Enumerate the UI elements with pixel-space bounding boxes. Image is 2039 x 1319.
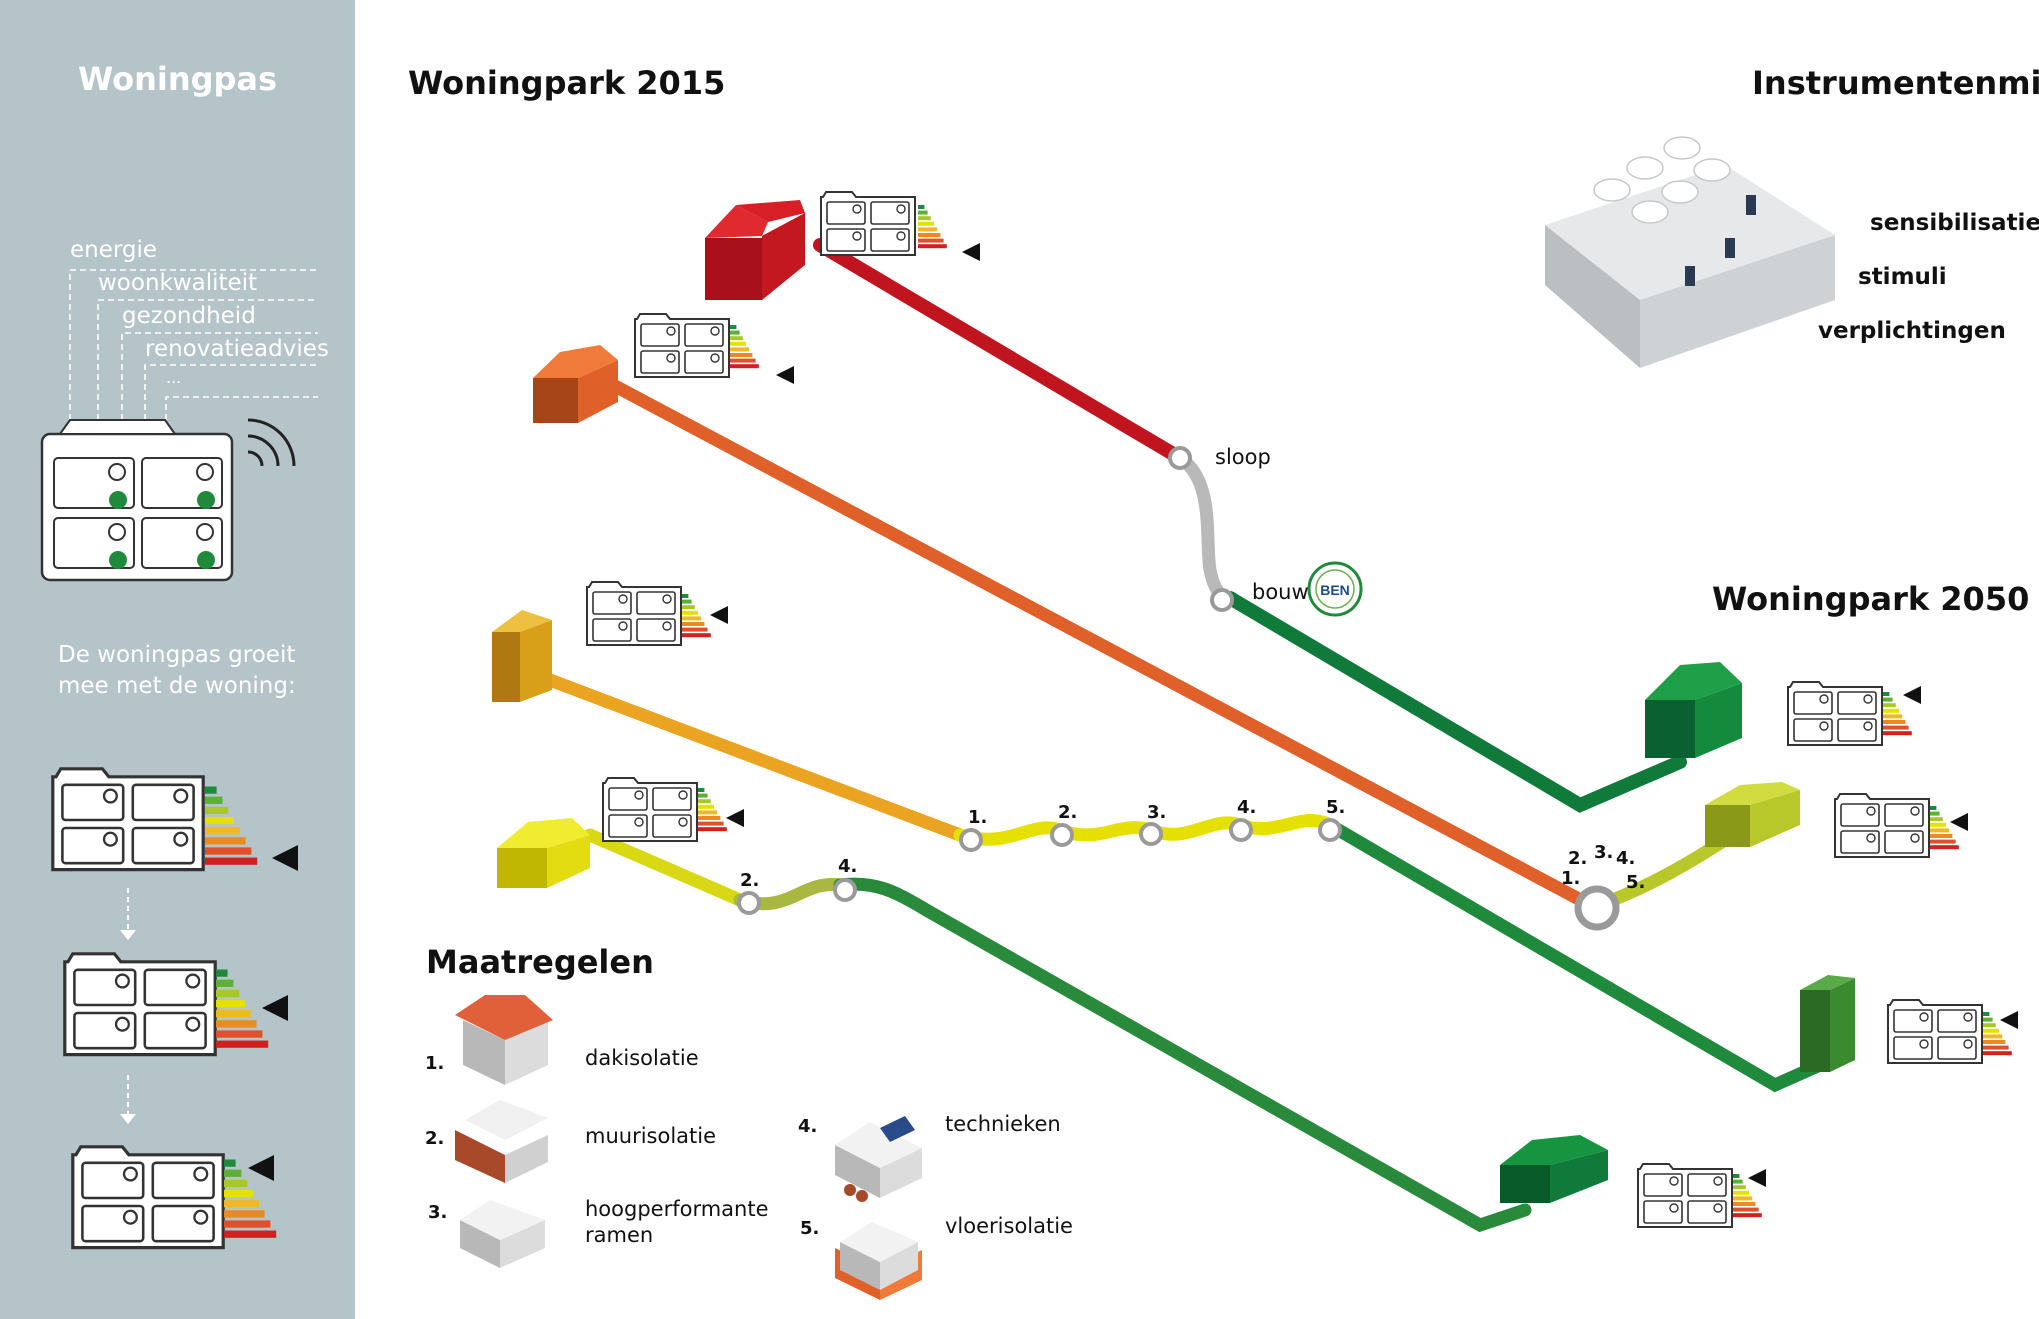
- yellow-step-5: 5.: [1326, 797, 1346, 818]
- label-sloop: sloop: [1215, 445, 1271, 469]
- orange-step-1: 1.: [1561, 868, 1581, 889]
- ben-badge-text: BEN: [1320, 582, 1350, 598]
- measure-windows-icon: [460, 1200, 545, 1268]
- label-energie: energie: [70, 237, 158, 263]
- wifi-icon: [247, 418, 296, 467]
- measure-label-ramen: hoogperformante ramen: [585, 1197, 769, 1247]
- yellow-step-2: 2.: [1058, 802, 1078, 823]
- yellow-step-3: 3.: [1147, 802, 1167, 823]
- woningpas-card-stage1: [51, 767, 298, 872]
- woningpas-main-card: [40, 419, 234, 582]
- sidebar-growth-text: De woningpas groeit mee met de woning:: [58, 642, 296, 699]
- measure-label-vloerisolatie: vloerisolatie: [945, 1214, 1073, 1238]
- house-red-2015-icon: [705, 200, 805, 300]
- pass-card-darkgreen-2050: [1636, 1162, 1766, 1229]
- house-midgreen-2050-icon: [1800, 975, 1855, 1072]
- yellow-step-1: 1.: [968, 807, 988, 828]
- house-amber-2015-icon: [492, 610, 552, 702]
- measure-label-technieken: technieken: [945, 1112, 1061, 1136]
- label-bouw: bouw: [1252, 580, 1309, 604]
- measure-roof-icon: [455, 995, 553, 1085]
- house-green-2050-icon: [1645, 662, 1742, 758]
- woningpas-card-stage2: [63, 952, 288, 1057]
- title-maatregelen: Maatregelen: [426, 943, 654, 981]
- measure-num-1: 1.: [425, 1053, 445, 1074]
- pass-card-midgreen-2050: [1886, 998, 2018, 1065]
- ben-badge-icon: BEN: [1307, 561, 1363, 617]
- yellow-step-4: 4.: [1237, 797, 1257, 818]
- lime-step-2: 2.: [740, 870, 760, 891]
- pass-card-amber: [585, 580, 728, 647]
- measure-label-muurisolatie: muurisolatie: [585, 1124, 717, 1148]
- measure-floor-icon: [835, 1222, 922, 1300]
- instrument-sensibilisatie: sensibilisatie: [1870, 210, 2039, 236]
- path-nodes: [737, 446, 1620, 931]
- pass-card-orange: [633, 312, 794, 384]
- label-more: ...: [166, 368, 182, 387]
- sidebar-title: Woningpas: [77, 60, 278, 98]
- measure-num-3: 3.: [428, 1202, 448, 1223]
- label-woonkwaliteit: woonkwaliteit: [98, 270, 258, 296]
- measure-num-5: 5.: [800, 1218, 820, 1239]
- rating-pointer-icon: [272, 845, 298, 871]
- lime-step-4: 4.: [838, 856, 858, 877]
- measure-wall-icon: [455, 1100, 548, 1183]
- pass-card-green-2050: [1786, 680, 1921, 747]
- node-sloop: [1168, 446, 1192, 470]
- title-woningpark-2050: Woningpark 2050: [1712, 580, 2030, 618]
- path-lime: [583, 828, 1532, 1233]
- node-bouw: [1210, 588, 1234, 612]
- house-orange-2015-icon: [533, 345, 618, 423]
- orange-step-2: 2.: [1568, 848, 1588, 869]
- pass-card-yellow: [601, 776, 744, 843]
- pass-card-lime-2050: [1833, 792, 1968, 859]
- woningpas-sidebar: [0, 0, 355, 1319]
- measure-num-2: 2.: [425, 1128, 445, 1149]
- pass-card-red: [819, 190, 980, 261]
- instrument-verplichtingen: verplichtingen: [1818, 318, 2006, 344]
- orange-step-3: 3.: [1594, 842, 1614, 863]
- measure-label-dakisolatie: dakisolatie: [585, 1046, 699, 1070]
- title-instrumentenmix: Instrumentenmix: [1752, 64, 2039, 102]
- title-woningpark-2015: Woningpark 2015: [408, 64, 726, 102]
- measure-techniques-icon: [835, 1116, 922, 1202]
- house-lime-2050-icon: [1705, 782, 1800, 847]
- label-renovatieadvies: renovatieadvies: [145, 336, 329, 362]
- instrument-stimuli: stimuli: [1858, 264, 1947, 290]
- woningpas-connector-lines: [69, 269, 318, 430]
- orange-step-5: 5.: [1626, 872, 1646, 893]
- instrument-mixer-icon: [1545, 136, 1835, 368]
- house-yellow-2015-icon: [497, 818, 590, 888]
- node-combined: [1574, 885, 1620, 931]
- orange-step-4: 4.: [1616, 848, 1636, 869]
- woningpas-card-stage3: [71, 1145, 277, 1250]
- house-darkgreen-2050-icon: [1500, 1135, 1608, 1203]
- measure-num-4: 4.: [798, 1116, 818, 1137]
- label-gezondheid: gezondheid: [122, 303, 256, 329]
